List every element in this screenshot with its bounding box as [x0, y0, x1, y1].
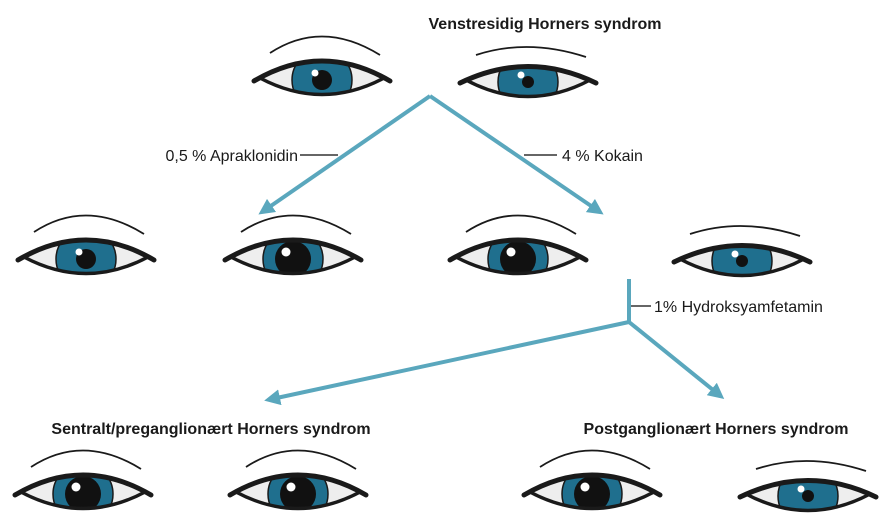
lid-crease [241, 215, 351, 234]
eye-apraclonidine-right [18, 215, 154, 289]
lid-crease [540, 450, 650, 469]
lid-crease [34, 215, 144, 234]
lid-crease [690, 226, 800, 236]
lid-crease [756, 461, 866, 471]
label-apraclonidine: 0,5 % Apraklonidin [165, 148, 298, 165]
eye-baseline-right [254, 36, 390, 110]
pupil-highlight [287, 483, 296, 492]
label-hydroxyamphetamine: 1% Hydroksyamfetamin [654, 299, 823, 316]
pupil [522, 76, 534, 88]
arrow-central [272, 322, 629, 399]
eye-central-left [230, 450, 366, 515]
pupil-highlight [732, 251, 739, 258]
pupil-highlight [581, 483, 590, 492]
pupil-highlight [798, 486, 805, 493]
pupil [802, 490, 814, 502]
eye-central-right [15, 450, 151, 515]
label-cocaine: 4 % Kokain [562, 148, 643, 165]
pupil-highlight [518, 72, 525, 79]
pupil [736, 255, 748, 267]
arrow-postganglionic [629, 322, 718, 394]
eye-inner [498, 52, 558, 112]
eye-apraclonidine-left [225, 215, 361, 289]
eye-baseline-left [460, 47, 596, 112]
eye-postganglionic-right [524, 450, 660, 515]
lid-crease [246, 450, 356, 469]
outcome-postganglionic-title: Postganglionært Horners syndrom [584, 421, 849, 438]
diagram-title: Venstresidig Horners syndrom [429, 16, 662, 33]
pupil-highlight [312, 70, 319, 77]
lid-crease [476, 47, 586, 57]
pupil-highlight [76, 249, 83, 256]
lid-crease [270, 36, 380, 55]
eye-postganglionic-left [740, 461, 876, 515]
pupil-highlight [282, 248, 291, 257]
eye-cocaine-right [450, 215, 586, 289]
eye-cocaine-left [674, 226, 810, 291]
lid-crease [31, 450, 141, 469]
outcome-central-title: Sentralt/preganglionært Horners syndrom [51, 421, 370, 438]
pupil-highlight [507, 248, 516, 257]
pupil-highlight [72, 483, 81, 492]
lid-crease [466, 215, 576, 234]
eye-inner [712, 231, 772, 291]
